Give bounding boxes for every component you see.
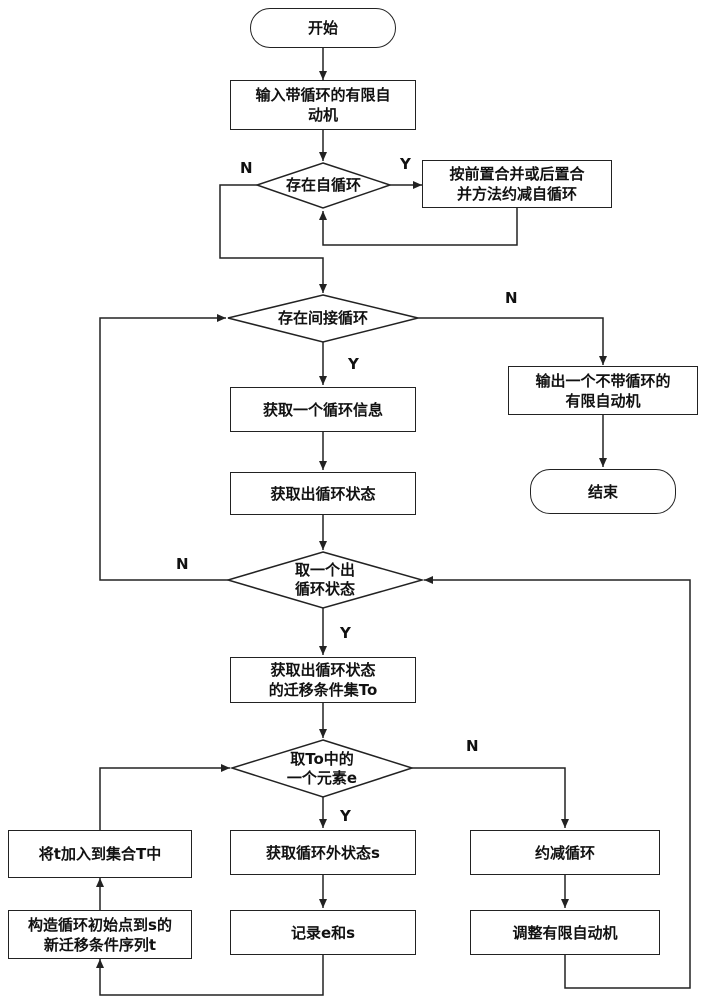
indirect-loop-decision-text: 存在间接循环: [277, 309, 368, 327]
edge-adjust-back: [424, 576, 691, 989]
self-loop-decision-text: 存在自循环: [285, 176, 361, 194]
edge-element-no: [412, 767, 569, 828]
exit-state-no-label: N: [176, 555, 189, 573]
edge-reduce-back: [319, 208, 518, 246]
construct-sequence-box: 构造循环初始点到s的 新迁移条件序列t: [8, 910, 192, 959]
self-loop-diamond: [254, 162, 393, 209]
edge-indirect-no: [418, 317, 607, 365]
self-loop-yes-label: Y: [400, 155, 411, 173]
element-no-label: N: [466, 737, 479, 755]
adjust-box: 调整有限自动机: [470, 910, 660, 955]
input-box: 输入带循环的有限自 动机: [230, 80, 416, 130]
indirect-yes-label: Y: [348, 355, 359, 373]
self-loop-no-label: N: [240, 159, 253, 177]
edge-selfcheck-no: [219, 184, 327, 293]
element-yes-label: Y: [340, 807, 351, 825]
get-exit-states-box: 获取出循环状态: [230, 472, 416, 515]
edge-exit-no: [99, 314, 228, 581]
record-box: 记录e和s: [230, 910, 416, 955]
get-transitions-box: 获取出循环状态 的迁移条件集To: [230, 657, 416, 703]
edge-record-construct: [96, 955, 324, 996]
reduce-loop-box: 约减循环: [470, 830, 660, 875]
edge-add-element: [99, 764, 230, 830]
indirect-no-label: N: [505, 289, 518, 307]
exit-state-decision-text: 取一个出 循环状态: [294, 561, 355, 598]
start-terminal: 开始: [250, 8, 396, 48]
output-box: 输出一个不带循环的 有限自动机: [508, 366, 698, 415]
element-decision-text: 取To中的 一个元素e: [286, 749, 358, 787]
get-loop-info-box: 获取一个循环信息: [230, 387, 416, 432]
get-outside-state-box: 获取循环外状态s: [230, 830, 416, 875]
exit-state-yes-label: Y: [340, 624, 351, 642]
add-to-set-box: 将t加入到集合T中: [8, 830, 192, 878]
end-terminal: 结束: [530, 469, 676, 514]
reduce-self-loop-box: 按前置合并或后置合 并方法约减自循环: [422, 160, 612, 208]
